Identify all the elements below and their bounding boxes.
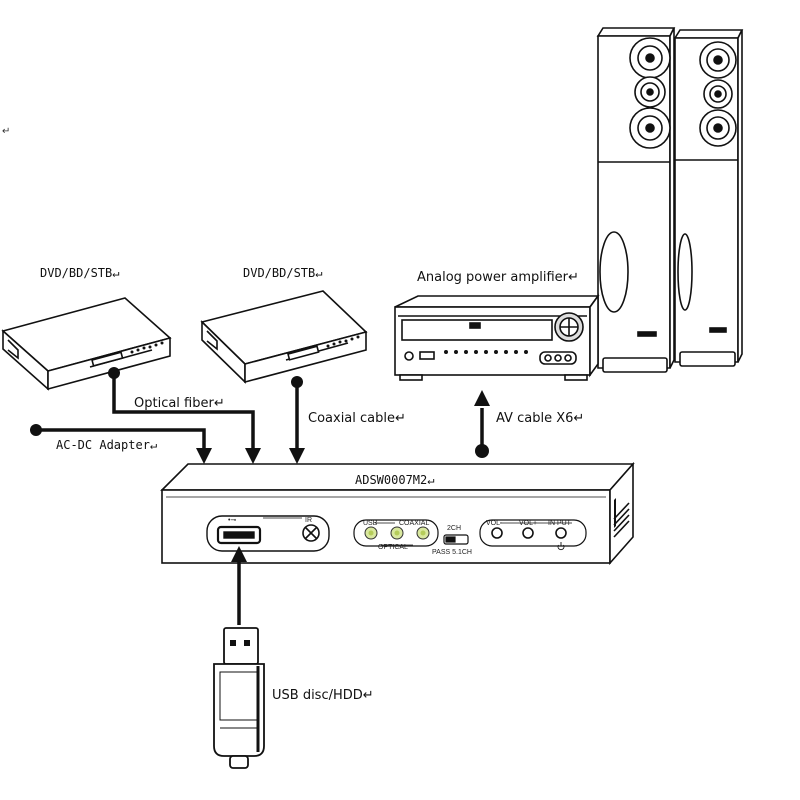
av-cable-arrowhead bbox=[474, 390, 490, 406]
speaker-right bbox=[673, 29, 744, 367]
pass-51-label: PASS 5.1CH bbox=[432, 549, 472, 556]
input-led-usb bbox=[364, 526, 378, 540]
dvd-player-middle bbox=[200, 290, 368, 384]
av-cable-start-dot bbox=[475, 444, 489, 458]
ac-dc-start-dot bbox=[30, 424, 42, 436]
decoder-label: ADSW0007M2↵ bbox=[355, 473, 434, 487]
ac-dc-line bbox=[36, 428, 206, 450]
optical-fiber-start-dot bbox=[108, 367, 120, 379]
optical-fiber-arrowhead bbox=[245, 448, 261, 464]
ir-sensor-icon bbox=[302, 524, 320, 542]
stray-return-mark: ↵ bbox=[2, 126, 10, 137]
power-icon bbox=[557, 542, 565, 551]
optical-fiber-label: Optical fiber↵ bbox=[134, 396, 225, 411]
speaker-left bbox=[596, 27, 676, 373]
usb-disk-label: USB disc/HDD↵ bbox=[272, 688, 374, 703]
input-led-optical bbox=[390, 526, 404, 540]
ac-dc-arrowhead bbox=[196, 448, 212, 464]
control-button-panel bbox=[479, 519, 587, 547]
optical-input-label: OPTICAL bbox=[378, 544, 408, 551]
amplifier-label: Analog power amplifier↵ bbox=[417, 270, 579, 285]
dvd-middle-label: DVD/BD/STB↵ bbox=[243, 266, 322, 280]
coaxial-arrowhead bbox=[289, 448, 305, 464]
power-amplifier bbox=[394, 293, 600, 381]
vol-minus-label: VOL- bbox=[486, 520, 503, 527]
ac-dc-label: AC-DC Adapter↵ bbox=[56, 438, 157, 452]
vol-minus-button bbox=[491, 527, 503, 539]
dvd-left-label: DVD/BD/STB↵ bbox=[40, 266, 119, 280]
dvd-player-left bbox=[1, 297, 172, 391]
input-indicator-panel bbox=[353, 519, 439, 547]
ir-label: IR bbox=[305, 517, 312, 524]
coaxial-label: Coaxial cable↵ bbox=[308, 411, 406, 426]
input-select-button bbox=[555, 527, 567, 539]
optical-fiber-line bbox=[112, 373, 255, 450]
usb-flash-drive bbox=[213, 627, 265, 769]
coaxial-input-label: COAXIAL bbox=[399, 520, 429, 527]
av-cable-label: AV cable X6↵ bbox=[496, 411, 584, 426]
input-select-label: IN PUT bbox=[548, 520, 572, 527]
usb-input-label: USB bbox=[363, 520, 378, 527]
two-channel-label: 2CH bbox=[447, 525, 461, 532]
usb-port-symbol: •⊸ bbox=[228, 517, 236, 524]
vol-plus-button bbox=[522, 527, 534, 539]
channel-mode-switch bbox=[443, 534, 469, 545]
usb-arrowhead bbox=[231, 546, 247, 562]
coaxial-start-dot bbox=[291, 376, 303, 388]
vol-plus-label: VOL+ bbox=[519, 520, 537, 527]
input-led-coaxial bbox=[416, 526, 430, 540]
usb-ir-panel bbox=[206, 515, 330, 552]
